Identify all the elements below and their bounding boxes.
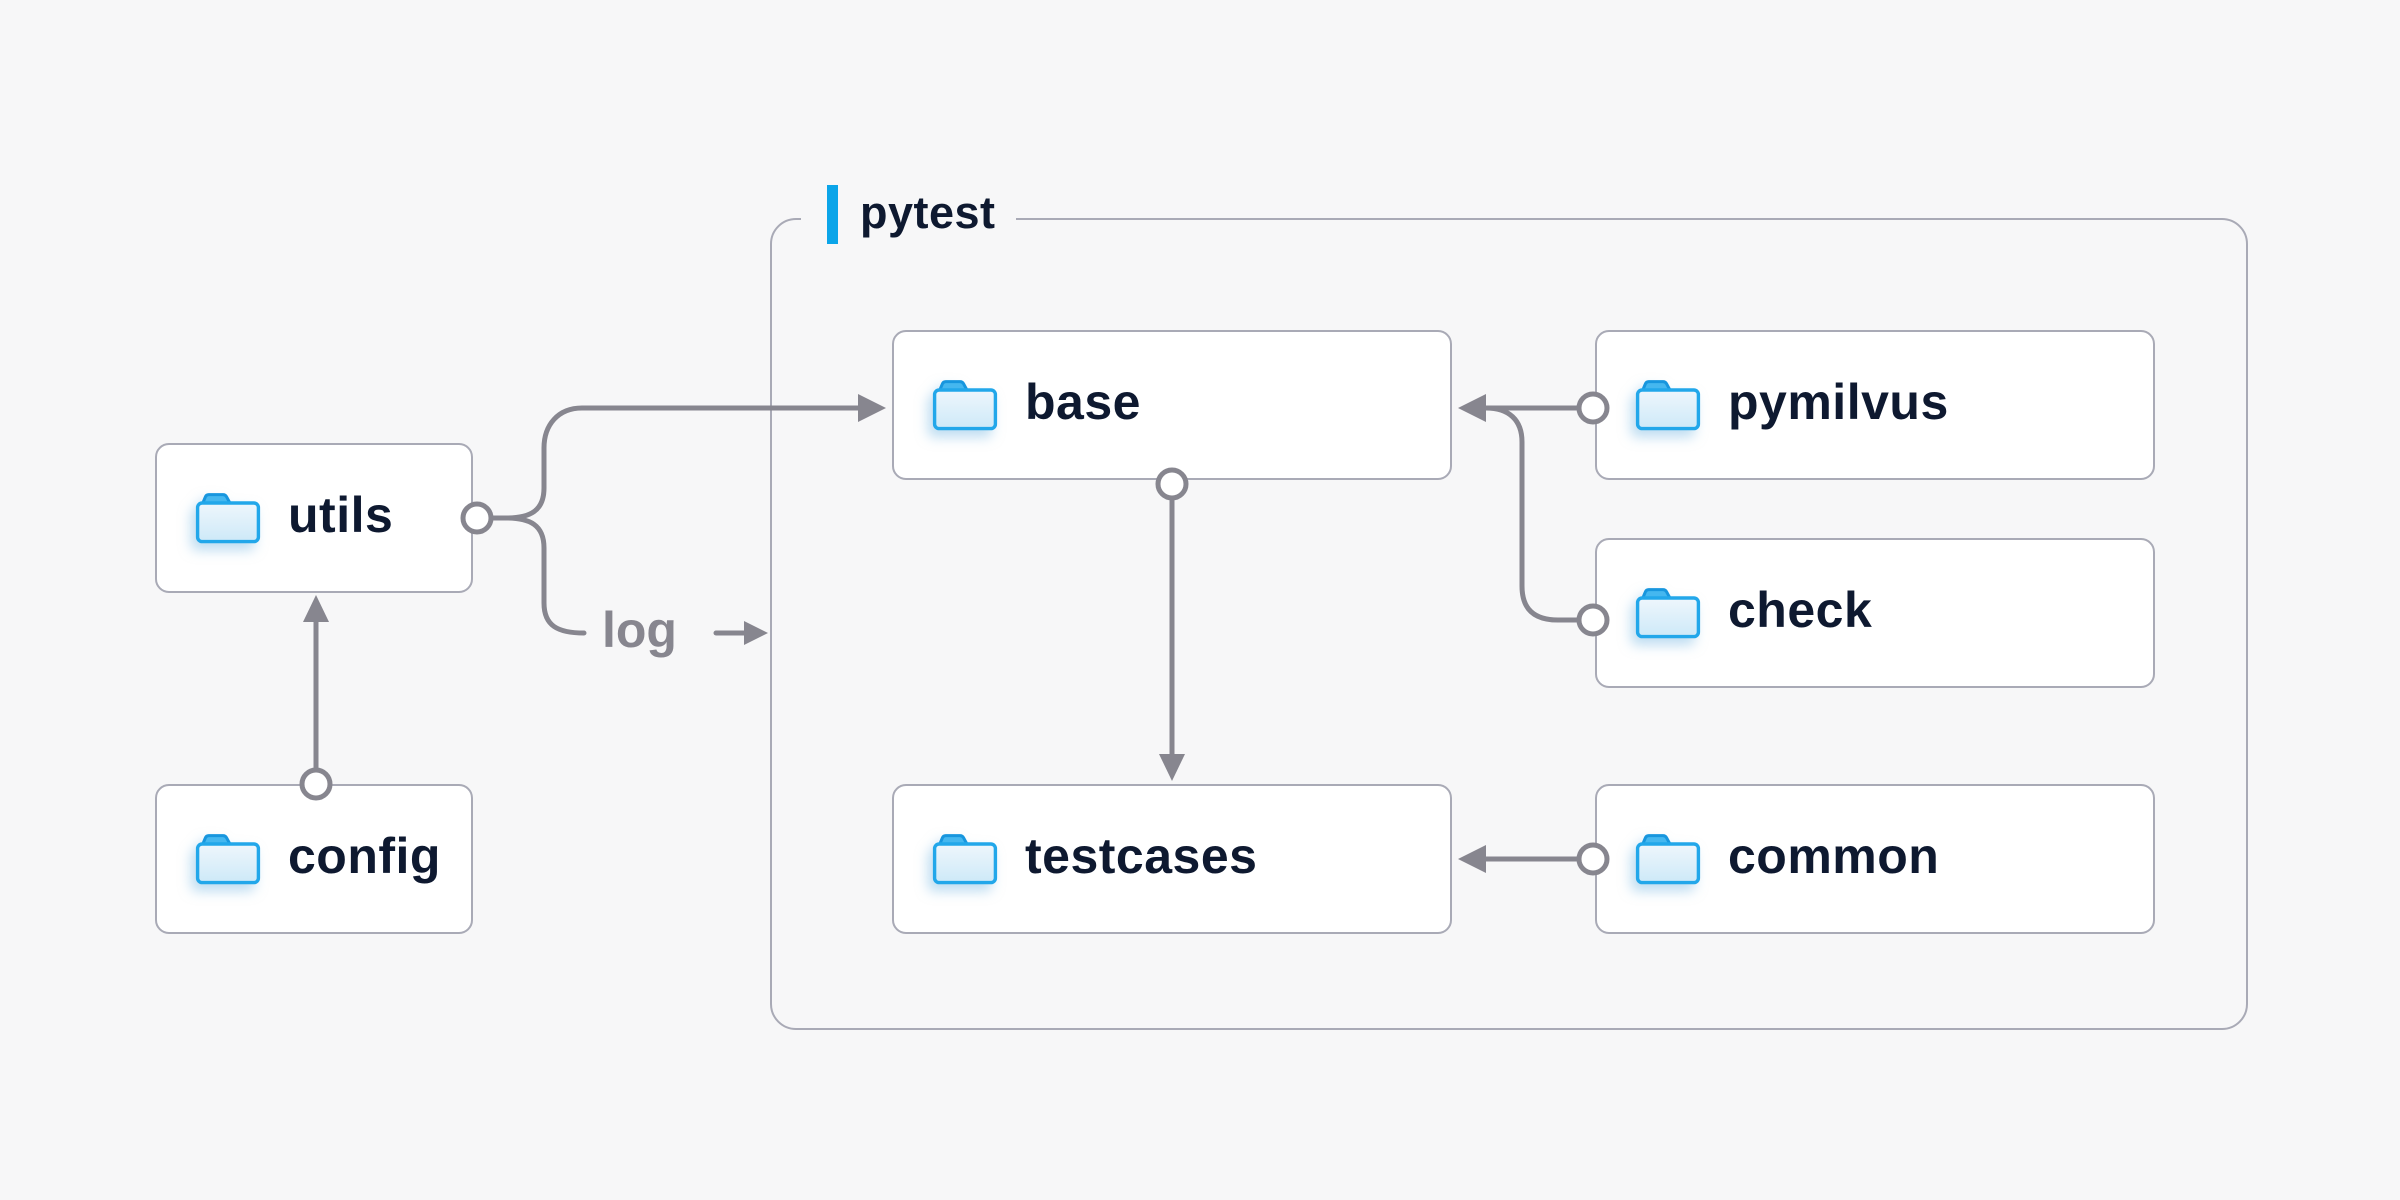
node-label: testcases: [1025, 828, 1258, 884]
folder-icon: [932, 833, 998, 885]
folder-icon: [195, 492, 261, 544]
node-utils: utils: [155, 443, 473, 593]
arrowhead-up: [303, 595, 329, 622]
node-config: config: [155, 784, 473, 934]
node-pymilvus: pymilvus: [1595, 330, 2155, 480]
node-check: check: [1595, 538, 2155, 688]
pytest-group-title: pytest: [860, 186, 996, 238]
node-common: common: [1595, 784, 2155, 934]
folder-icon: [1635, 833, 1701, 885]
folder-icon: [195, 833, 261, 885]
folder-icon: [1635, 587, 1701, 639]
node-label: check: [1728, 582, 1873, 638]
node-base: base: [892, 330, 1452, 480]
edge-label-log: log: [602, 602, 677, 658]
edge-config-to-utils: [303, 595, 329, 771]
accent-bar: [827, 184, 838, 244]
arrowhead-small-right: [744, 621, 768, 645]
node-label: common: [1728, 828, 1940, 884]
node-label: pymilvus: [1728, 374, 1949, 430]
node-label: utils: [288, 487, 394, 543]
node-testcases: testcases: [892, 784, 1452, 934]
node-label: base: [1025, 374, 1141, 430]
folder-icon: [932, 379, 998, 431]
pytest-group-box: [770, 218, 2248, 1030]
pytest-group-label: pytest: [801, 182, 1016, 246]
node-label: config: [288, 828, 441, 884]
folder-icon: [1635, 379, 1701, 431]
